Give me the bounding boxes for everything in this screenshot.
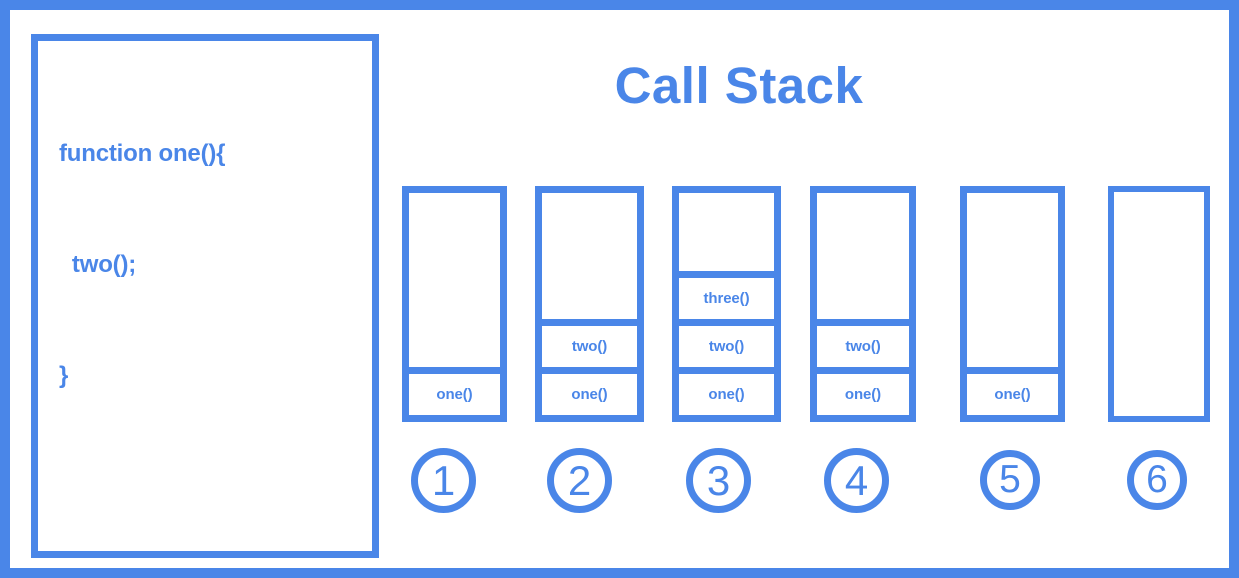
stack-column-1: one() bbox=[402, 186, 507, 422]
stack-empty-space bbox=[1114, 192, 1204, 416]
stack-frame: one() bbox=[817, 374, 909, 415]
stack-frame: two() bbox=[817, 326, 909, 367]
stack-column-3: three() two() one() bbox=[672, 186, 781, 422]
step-number-4: 4 bbox=[824, 448, 889, 513]
stack-column-2: two() one() bbox=[535, 186, 644, 422]
step-number-2: 2 bbox=[547, 448, 612, 513]
code-panel: function one(){ two(); } function two() … bbox=[31, 34, 379, 558]
stack-frame: one() bbox=[409, 374, 500, 415]
stack-empty-space bbox=[679, 193, 774, 271]
step-number-5: 5 bbox=[980, 450, 1040, 510]
code-line: } bbox=[59, 362, 69, 389]
stack-columns-group: one() 1 two() one() 2 three() two() one(… bbox=[10, 10, 1229, 568]
stack-empty-space bbox=[817, 193, 909, 319]
code-listing: function one(){ two(); } function two() … bbox=[59, 61, 349, 568]
code-line: two(); bbox=[59, 251, 137, 278]
code-line: function one(){ bbox=[59, 140, 226, 167]
stack-column-4: two() one() bbox=[810, 186, 916, 422]
step-number-6: 6 bbox=[1127, 450, 1187, 510]
stack-frame: one() bbox=[967, 374, 1058, 415]
stack-column-6 bbox=[1108, 186, 1210, 422]
stack-frame: one() bbox=[679, 374, 774, 415]
step-number-1: 1 bbox=[411, 448, 476, 513]
stack-frame: three() bbox=[679, 278, 774, 319]
stack-frame: two() bbox=[679, 326, 774, 367]
stack-frame: two() bbox=[542, 326, 637, 367]
page-title: Call Stack bbox=[614, 57, 864, 114]
stack-empty-space bbox=[409, 193, 500, 367]
stack-empty-space bbox=[542, 193, 637, 319]
stack-frame: one() bbox=[542, 374, 637, 415]
stack-column-5: one() bbox=[960, 186, 1065, 422]
step-number-3: 3 bbox=[686, 448, 751, 513]
stack-empty-space bbox=[967, 193, 1058, 367]
